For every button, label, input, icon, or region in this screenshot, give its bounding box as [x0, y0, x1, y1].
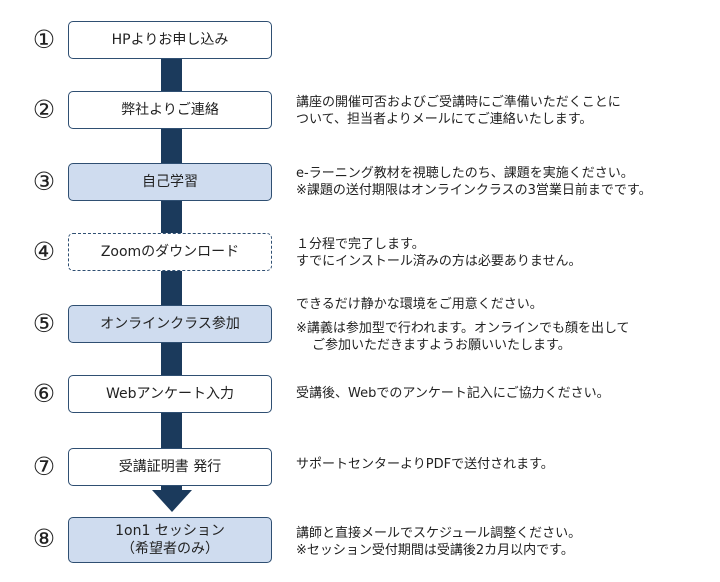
step-8-desc-line: 講師と直接メールでスケジュール調整ください。 — [296, 526, 582, 541]
step-8-number: ⑧ — [32, 524, 56, 553]
step-5-description: できるだけ静かな環境をご用意ください。 ※講義は参加型で行われます。オンラインで… — [296, 296, 630, 354]
step-2-description: 講座の開催可否およびご受講時にご準備いただくことに ついて、担当者よりメールにて… — [296, 94, 621, 128]
step-8-label: 1on1 セッション — [115, 523, 225, 539]
step-3-box: 自己学習 — [68, 163, 272, 201]
arrow-head — [152, 490, 192, 512]
step-8-description: 講師と直接メールでスケジュール調整ください。 ※セッション受付期間は受講後2カ月… — [296, 525, 581, 559]
step-8-box: 1on1 セッション （希望者のみ） — [68, 517, 272, 563]
step-2-box: 弊社よりご連絡 — [68, 91, 272, 129]
step-5-label: オンラインクラス参加 — [100, 316, 240, 332]
step-7-description: サポートセンターよりPDFで送付されます。 — [296, 456, 554, 473]
step-3-desc-line: e-ラーニング教材を視聴したのち、課題を実施ください。 — [296, 166, 634, 181]
step-4-label: Zoomのダウンロード — [100, 244, 240, 260]
step-2-desc-line: ついて、担当者よりメールにてご連絡いたします。 — [296, 112, 593, 127]
step-4-desc-line: １分程で完了します。 — [296, 237, 425, 252]
step-4-number: ④ — [32, 237, 56, 266]
step-3-desc-line: ※課題の送付期限はオンラインクラスの3営業日前までです。 — [296, 183, 652, 198]
step-6-box: Webアンケート入力 — [68, 375, 272, 413]
step-3-label: 自己学習 — [142, 174, 198, 190]
step-3-description: e-ラーニング教材を視聴したのち、課題を実施ください。 ※課題の送付期限はオンラ… — [296, 165, 652, 199]
step-4-box: Zoomのダウンロード — [68, 233, 272, 271]
step-6-desc-line: 受講後、Webでのアンケート記入にご協力ください。 — [296, 386, 610, 401]
step-5-desc-line: できるだけ静かな環境をご用意ください。 — [296, 297, 543, 312]
step-1-number: ① — [32, 25, 56, 54]
step-7-number: ⑦ — [32, 452, 56, 481]
step-3-number: ③ — [32, 167, 56, 196]
step-7-label: 受講証明書 発行 — [118, 459, 222, 475]
step-2-desc-line: 講座の開催可否およびご受講時にご準備いただくことに — [296, 95, 621, 110]
step-5-desc-line: ご参加いただきますようお願いいたします。 — [312, 338, 571, 353]
step-2-label: 弊社よりご連絡 — [121, 102, 219, 118]
step-2-number: ② — [32, 95, 56, 124]
step-7-box: 受講証明書 発行 — [68, 448, 272, 486]
step-6-description: 受講後、Webでのアンケート記入にご協力ください。 — [296, 385, 610, 402]
step-4-desc-line: すでにインストール済みの方は必要ありません。 — [296, 254, 582, 269]
step-5-box: オンラインクラス参加 — [68, 305, 272, 343]
step-6-number: ⑥ — [32, 379, 56, 408]
step-5-number: ⑤ — [32, 309, 56, 338]
step-6-label: Webアンケート入力 — [106, 386, 234, 402]
step-8-label-sub: （希望者のみ） — [121, 541, 219, 557]
step-1-box: HPよりお申し込み — [68, 21, 272, 59]
step-7-desc-line: サポートセンターよりPDFで送付されます。 — [296, 457, 554, 472]
step-5-desc-line: ※講義は参加型で行われます。オンラインでも顔を出して — [296, 321, 630, 336]
step-1-label: HPよりお申し込み — [111, 32, 229, 48]
step-8-desc-line: ※セッション受付期間は受講後2カ月以内です。 — [296, 543, 574, 558]
step-4-description: １分程で完了します。 すでにインストール済みの方は必要ありません。 — [296, 236, 581, 270]
